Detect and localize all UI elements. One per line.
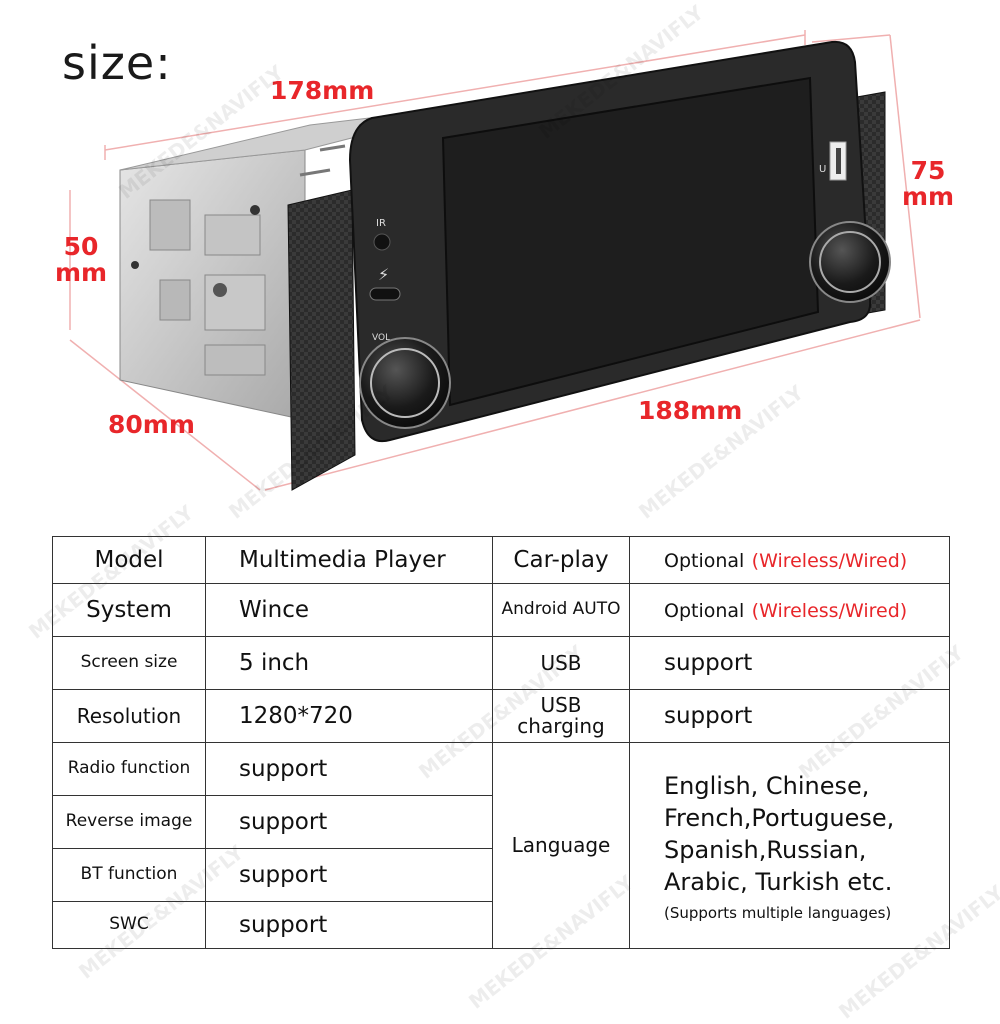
seek-knob (809, 221, 891, 303)
spec-value-usb: support (629, 636, 950, 690)
spec-label-usb-charging: USB charging (492, 689, 630, 743)
dimension-depth: 80mm (108, 410, 195, 439)
vol-knob (359, 337, 451, 429)
spec-label-usb: USB (492, 636, 630, 690)
spec-value-resolution: 1280*720 (205, 689, 493, 743)
spec-table: Model Multimedia Player Car-play Optiona… (52, 536, 950, 949)
dimension-height-right-unit: mm (902, 182, 955, 211)
spec-value-screen-size: 5 inch (205, 636, 493, 690)
spec-value-android-auto: Optional (Wireless/Wired) (629, 583, 950, 637)
screen (441, 76, 820, 407)
spec-label-system: System (52, 583, 206, 637)
spec-label-bt: BT function (52, 848, 206, 902)
spec-value-usb-charging: support (629, 689, 950, 743)
usb-c-port (369, 287, 401, 301)
dimension-front-width: 188mm (638, 396, 743, 425)
spec-label-swc: SWC (52, 901, 206, 949)
spec-value-swc: support (205, 901, 493, 949)
ir-sensor (373, 233, 391, 251)
dimension-lines (69, 30, 921, 491)
table-row: Screen size 5 inch USB support (52, 636, 950, 690)
spec-label-resolution: Resolution (52, 689, 206, 743)
dimension-top-width: 178mm (270, 76, 375, 105)
spec-label-radio: Radio function (52, 742, 206, 796)
spec-value-language-note: (Supports multiple languages) (664, 903, 892, 922)
ir-label: IR (376, 218, 386, 229)
spec-label-usb-charging-line2: charging (517, 714, 605, 738)
spec-label-android-auto: Android AUTO (492, 583, 630, 637)
table-row: BT function support (52, 848, 950, 902)
spec-label-reverse: Reverse image (52, 795, 206, 849)
usb-port-label: U (819, 164, 826, 175)
vol-label: VOL (372, 333, 390, 343)
dimension-height-left-value: 50 (63, 232, 99, 261)
carbon-side-plate (287, 189, 356, 491)
spec-value-bt: support (205, 848, 493, 902)
spec-value-carplay: Optional (Wireless/Wired) (629, 536, 950, 584)
device-illustration: IR ⚡ U SEEK VOL (69, 30, 921, 491)
table-row: Radio function support Language English,… (52, 742, 950, 949)
spec-value-carplay-note: (Wireless/Wired) (751, 549, 908, 572)
dimension-height-right: 75 mm (902, 158, 954, 210)
spec-label-carplay: Car-play (492, 536, 630, 584)
spec-label-usb-charging-line1: USB (540, 693, 582, 717)
spec-label-language: Language (492, 742, 630, 949)
spec-value-carplay-option: Optional (664, 549, 745, 572)
table-row: SWC support (52, 901, 950, 949)
metal-chassis (119, 104, 481, 421)
spec-value-language-line: French,Portuguese, (664, 803, 895, 832)
table-row: Reverse image support (52, 795, 950, 849)
spec-value-system: Wince (205, 583, 493, 637)
spec-label-model: Model (52, 536, 206, 584)
spec-value-radio: support (205, 742, 493, 796)
dimension-height-left: 50 mm (55, 234, 107, 286)
spec-value-language: English, Chinese, French,Portuguese, Spa… (629, 742, 950, 949)
spec-value-language-line: English, Chinese, (664, 771, 870, 800)
dimension-height-left-unit: mm (55, 258, 108, 287)
page-title: size: (62, 36, 172, 90)
spec-label-screen-size: Screen size (52, 636, 206, 690)
charge-icon: ⚡ (378, 265, 389, 284)
spec-value-model: Multimedia Player (205, 536, 493, 584)
table-row: System Wince Android AUTO Optional (Wire… (52, 583, 950, 637)
spec-value-android-auto-note: (Wireless/Wired) (751, 599, 908, 622)
spec-value-language-line: Spanish,Russian, (664, 835, 867, 864)
spec-value-reverse: support (205, 795, 493, 849)
dimension-height-right-value: 75 (910, 156, 946, 185)
table-row: Resolution 1280*720 USB charging support (52, 689, 950, 743)
spec-value-language-line: Arabic, Turkish etc. (664, 867, 893, 896)
spec-value-android-auto-option: Optional (664, 599, 745, 622)
table-row: Model Multimedia Player Car-play Optiona… (52, 536, 950, 584)
